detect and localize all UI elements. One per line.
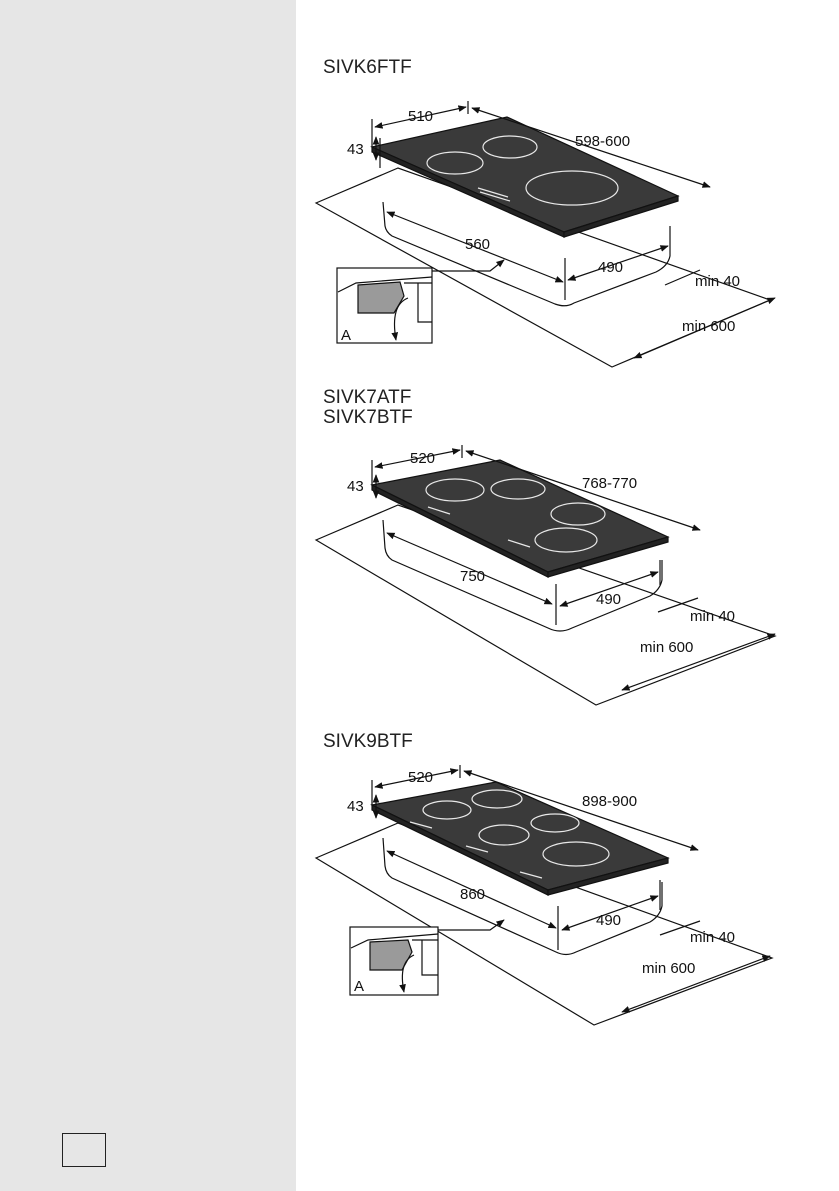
dim-label-height: 43: [347, 798, 364, 815]
cooking-zone: [530, 813, 580, 833]
detail-airflow-arrow: [391, 297, 409, 341]
detail-label: A: [354, 978, 364, 995]
diagram-sivk7: [314, 445, 777, 706]
left-margin-panel: [0, 0, 296, 1191]
detail-cabinet: [412, 939, 438, 976]
dim-line-depth: [374, 105, 467, 129]
dim-line-cutout-width: [386, 211, 564, 283]
detail-hob-edge: [350, 933, 439, 949]
cooking-zone: [534, 527, 598, 553]
dim-line-min-depth: [633, 297, 776, 359]
dim-label-min-depth: min 600: [642, 960, 695, 977]
dim-label-min-gap: min 40: [695, 273, 740, 290]
installation-diagrams: 510 43 598-600 560 490 min 40 min 600 A …: [314, 101, 777, 1026]
dim-line-width: [471, 107, 711, 188]
dimension-labels-sivk7: 520 43 768-770 750 490 min 40 min 600: [347, 450, 735, 656]
dim-label-depth: 520: [408, 769, 433, 786]
dim-line-min-depth: [621, 633, 776, 691]
detail-cabinet: [404, 282, 432, 323]
dim-line-width: [463, 770, 699, 851]
page-number-box: [62, 1133, 106, 1167]
cooking-zone: [478, 824, 530, 846]
control-panel: [477, 187, 511, 202]
hob-glass-edge-right: [563, 195, 679, 238]
dim-line-cutout-width: [386, 532, 553, 605]
dim-label-cutout-depth: 490: [598, 259, 623, 276]
dimension-labels-sivk9btf: 520 43 898-900 860 490 min 40 min 600 A: [347, 769, 735, 995]
dim-label-depth: 510: [408, 108, 433, 125]
dim-label-cutout-width: 860: [460, 886, 485, 903]
dim-label-width: 598-600: [575, 133, 630, 150]
dim-line-cutout-depth: [559, 571, 659, 607]
dim-line-depth: [374, 768, 459, 789]
dim-line-min-gap: [664, 269, 701, 286]
detail-label: A: [341, 327, 351, 344]
dim-label-width: 768-770: [582, 475, 637, 492]
dim-line-cutout-depth: [561, 895, 659, 931]
dim-label-min-gap: min 40: [690, 929, 735, 946]
cooking-zone: [425, 478, 485, 502]
model-title-sivk6ftf: SIVK6FTF: [323, 57, 412, 78]
dim-label-cutout-depth: 490: [596, 912, 621, 929]
dimension-labels-sivk6ftf: 510 43 598-600 560 490 min 40 min 600 A: [341, 108, 740, 344]
dim-label-min-depth: min 600: [682, 318, 735, 335]
dim-label-width: 898-900: [582, 793, 637, 810]
detail-hob-edge: [337, 276, 433, 293]
dim-label-min-depth: min 600: [640, 639, 693, 656]
dim-label-min-gap: min 40: [690, 608, 735, 625]
cooking-zone: [426, 151, 484, 175]
countertop-outline: [314, 822, 774, 1026]
dim-label-depth: 520: [410, 450, 435, 467]
dim-line-cutout-depth: [567, 245, 669, 281]
cooking-zone: [525, 170, 619, 206]
dim-label-height: 43: [347, 478, 364, 495]
diagram-sivk9btf: [314, 765, 774, 1026]
dim-line-cutout-width: [386, 850, 557, 929]
dim-line-min-gap: [659, 920, 701, 936]
diagram-sivk6ftf: [314, 101, 776, 368]
dim-line-width: [465, 450, 701, 531]
cooking-zone: [550, 502, 606, 526]
model-title-sivk7atf: SIVK7ATF: [323, 387, 412, 408]
dim-label-cutout-depth: 490: [596, 591, 621, 608]
cooking-zone: [422, 800, 472, 820]
dim-label-cutout-width: 560: [465, 236, 490, 253]
cooking-zone: [542, 841, 610, 867]
detail-airflow-arrow: [399, 954, 415, 993]
dim-line-min-depth: [621, 955, 771, 1013]
cooking-zone: [490, 478, 546, 500]
dim-label-height: 43: [347, 141, 364, 158]
detail-pointer-arrow: [436, 919, 505, 931]
dim-label-cutout-width: 750: [460, 568, 485, 585]
model-title-sivk7btf: SIVK7BTF: [323, 407, 413, 428]
model-title-sivk9btf: SIVK9BTF: [323, 731, 413, 752]
cooking-zone: [482, 135, 538, 159]
dim-line-depth: [374, 448, 461, 469]
dim-line-min-gap: [657, 597, 699, 613]
detail-pointer-arrow: [432, 259, 505, 272]
cooking-zone: [471, 789, 523, 809]
